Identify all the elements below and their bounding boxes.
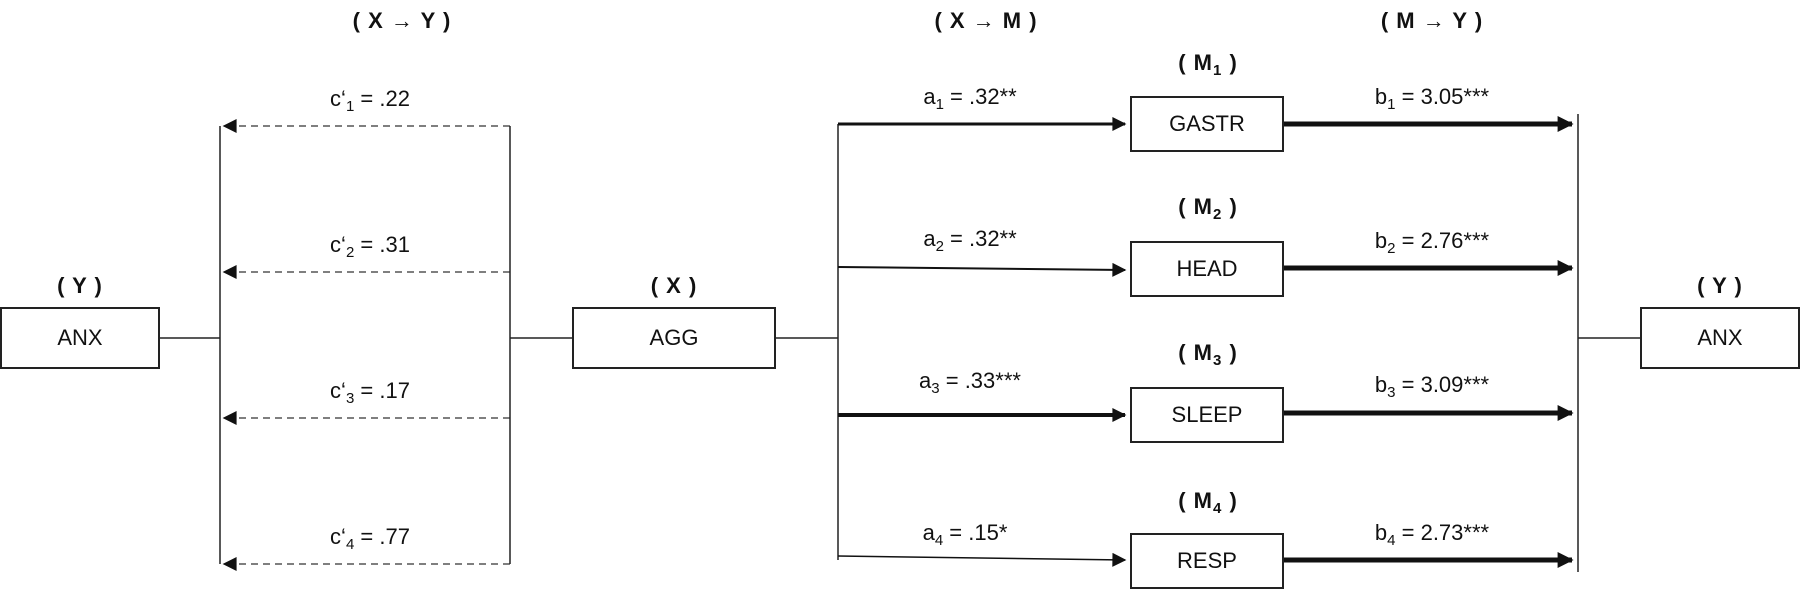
- outcome-left-box: ANX: [0, 307, 160, 369]
- a-path-2-arrow: [837, 262, 1127, 277]
- mediator-1-tag: ( M1 ): [1178, 50, 1238, 79]
- mediator-1-box: GASTR: [1130, 96, 1284, 152]
- header-a-paths: ( X → M ): [934, 8, 1038, 33]
- mediator-2-tag: ( M2 ): [1178, 194, 1238, 223]
- mediator-3-label: SLEEP: [1171, 402, 1243, 427]
- mediator-2-box: HEAD: [1130, 241, 1284, 297]
- direct-path-4-label: c‘4 = .77: [330, 524, 410, 553]
- outcome-right-label: ANX: [1697, 325, 1743, 350]
- a-path-4-arrow: [837, 552, 1127, 567]
- outcome-right-tag: ( Y ): [1697, 273, 1743, 298]
- a-path-3-label: a3 = .33***: [919, 368, 1021, 397]
- b-path-4-label: b4 = 2.73***: [1374, 520, 1490, 549]
- b-path-1-label: b1 = 3.05***: [1374, 84, 1490, 113]
- direct-path-3-label: c‘3 = .17: [330, 378, 410, 407]
- b-path-3-label: b3 = 3.09***: [1374, 372, 1490, 401]
- a-path-4-label: a4 = .15*: [922, 520, 1008, 549]
- outcome-right-box: ANX: [1640, 307, 1800, 369]
- b-path-2-label: b2 = 2.76***: [1374, 228, 1490, 257]
- a-path-1-label: a1 = .32**: [923, 84, 1017, 113]
- direct-path-2-label: c‘2 = .31: [330, 232, 410, 261]
- header-b-paths: ( M → Y ): [1380, 8, 1484, 33]
- predictor-tag: ( X ): [650, 273, 698, 298]
- header-direct-effects: ( X → Y ): [352, 8, 452, 33]
- predictor-box: AGG: [572, 307, 776, 369]
- mediator-1-label: GASTR: [1169, 111, 1245, 136]
- mediator-4-label: RESP: [1177, 548, 1237, 573]
- mediator-4-tag: ( M4 ): [1178, 488, 1238, 517]
- direct-path-1-label: c‘1 = .22: [330, 86, 410, 115]
- mediator-2-label: HEAD: [1176, 256, 1238, 281]
- mediator-3-box: SLEEP: [1130, 387, 1284, 443]
- outcome-left-label: ANX: [57, 325, 103, 350]
- outcome-left-tag: ( Y ): [57, 273, 103, 298]
- a-path-2-label: a2 = .32**: [923, 226, 1017, 255]
- mediator-3-tag: ( M3 ): [1178, 340, 1238, 369]
- predictor-label: AGG: [649, 325, 699, 350]
- mediator-4-box: RESP: [1130, 533, 1284, 589]
